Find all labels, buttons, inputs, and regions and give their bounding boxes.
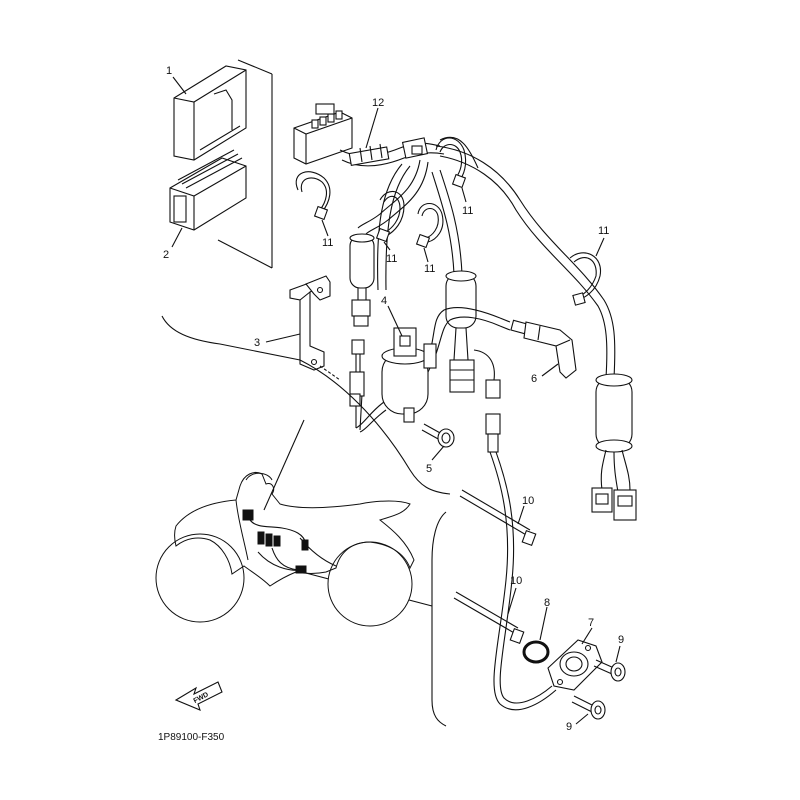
callout-11c: 11 (424, 263, 435, 275)
leader-10b (507, 587, 517, 615)
callout-9b: 9 (566, 721, 572, 733)
leader-12 (365, 107, 379, 149)
leader-11b (383, 241, 391, 251)
coil-bracket (289, 275, 331, 371)
leader-10a (517, 505, 525, 525)
callout-11a: 11 (322, 237, 333, 249)
callout-11d: 11 (462, 205, 473, 217)
callout-11e: 11 (598, 225, 609, 237)
clamp-e (569, 252, 601, 306)
leader-7 (581, 627, 593, 645)
callout-10a: 10 (522, 495, 534, 507)
callout-6: 6 (531, 373, 537, 385)
callout-2: 2 (163, 249, 169, 261)
callout-11b: 11 (386, 253, 397, 265)
leader-5 (431, 445, 445, 461)
regulator-unit (169, 149, 247, 231)
leader-6 (541, 363, 559, 377)
sensor-lead (485, 413, 557, 711)
callout-12: 12 (372, 97, 384, 109)
wire-harness (293, 103, 616, 379)
fwd-arrow-icon: FWD (174, 681, 223, 711)
callout-1: 1 (166, 65, 172, 77)
callout-10b: 10 (510, 575, 522, 587)
ignition-coil (349, 307, 511, 433)
callout-5: 5 (426, 463, 432, 475)
cable-tie-b (453, 591, 525, 645)
clamp-c (415, 202, 444, 249)
leader-11a (321, 219, 329, 237)
leader-4 (387, 305, 403, 337)
spark-plug-cap (510, 319, 577, 379)
clamp-d (435, 137, 467, 189)
pickup-sensor (547, 639, 603, 691)
ecu-group-bracket (217, 59, 273, 269)
motorcycle-silhouette (155, 472, 415, 627)
part-code: 1P89100-F350 (158, 732, 225, 743)
harness-sleeve-right (591, 373, 637, 521)
callout-7: 7 (588, 617, 594, 629)
cdi-unit (173, 65, 247, 161)
callout-9a: 9 (618, 634, 624, 646)
screw-upper (593, 659, 626, 682)
leader-9a (615, 645, 621, 663)
leader-8 (539, 606, 548, 641)
leader-11c (423, 247, 429, 263)
screw-lower (571, 695, 606, 720)
harness-sleeve-left (349, 233, 375, 327)
harness-sleeve-center (445, 270, 501, 399)
leader-1 (172, 76, 187, 95)
leader-3 (265, 333, 301, 343)
clamp-a (295, 171, 331, 221)
leader-11d (461, 187, 467, 203)
leader-11e (595, 237, 605, 257)
leader-9b (575, 713, 589, 725)
callout-4: 4 (381, 295, 387, 307)
leader-2 (171, 227, 183, 248)
bracket-dash (319, 365, 341, 381)
o-ring (522, 640, 550, 664)
clamp-b (375, 190, 405, 243)
callout-8: 8 (544, 597, 550, 609)
callout-3: 3 (254, 337, 260, 349)
coil-bolt (421, 423, 455, 448)
